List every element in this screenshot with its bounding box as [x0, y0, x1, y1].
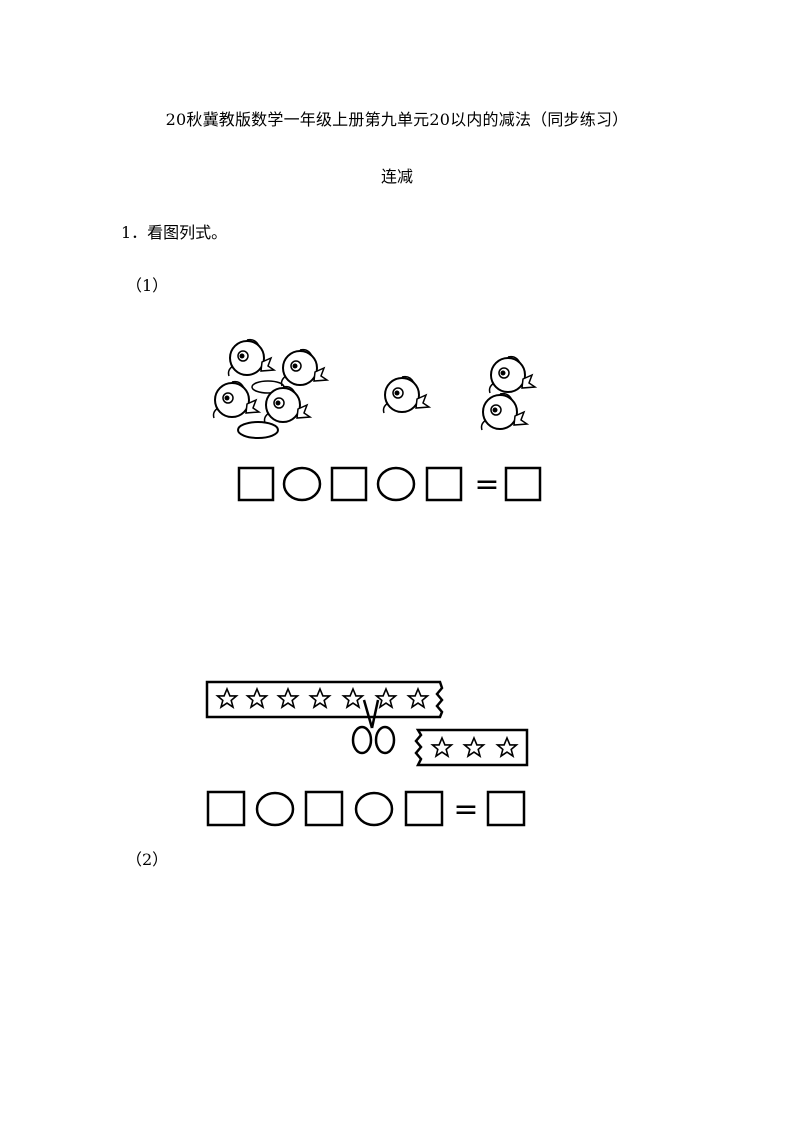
- answer-box[interactable]: [404, 790, 444, 827]
- star-icon: [375, 688, 397, 708]
- page-title: 20秋冀教版数学一年级上册第九单元20以内的减法（同步练习）: [165, 110, 629, 129]
- cut-star-strip: [414, 728, 529, 767]
- answer-box[interactable]: [504, 466, 542, 502]
- operator-circle[interactable]: [376, 466, 416, 502]
- star-icon: [246, 688, 268, 708]
- part-1-label: （1）: [126, 276, 169, 295]
- star-icon: [216, 688, 238, 708]
- answer-box[interactable]: [237, 466, 275, 502]
- duck-icon: [382, 375, 430, 414]
- answer-row-1: =: [237, 466, 542, 502]
- duck-icon: [212, 380, 260, 419]
- answer-box[interactable]: [206, 790, 246, 827]
- answer-box[interactable]: [330, 466, 368, 502]
- part-2-label: （2）: [126, 850, 169, 869]
- scissors-icon: [351, 699, 396, 755]
- operator-circle[interactable]: [282, 466, 322, 502]
- equals-sign: =: [474, 467, 499, 502]
- star-strip: [205, 680, 444, 719]
- star-icon: [342, 688, 364, 708]
- answer-box[interactable]: [486, 790, 526, 827]
- operator-circle[interactable]: [354, 791, 394, 827]
- answer-row-2: =: [206, 790, 526, 827]
- plate: [251, 380, 285, 394]
- star-icon: [463, 737, 485, 757]
- star-icon: [431, 737, 453, 757]
- duck-icon: [488, 355, 536, 394]
- duck-icon: [480, 392, 528, 431]
- star-icon: [407, 688, 429, 708]
- star-icon: [496, 737, 518, 757]
- star-icon: [277, 688, 299, 708]
- plate: [237, 421, 279, 439]
- star-icon: [309, 688, 331, 708]
- duck-icon: [280, 348, 328, 387]
- answer-box[interactable]: [304, 790, 344, 827]
- answer-box[interactable]: [425, 466, 463, 502]
- question-1: 1．看图列式。: [121, 223, 228, 242]
- lesson-subtitle: 连减: [380, 167, 413, 186]
- duck-icon: [263, 385, 311, 424]
- operator-circle[interactable]: [255, 791, 295, 827]
- equals-sign: =: [453, 792, 478, 827]
- duck-icon: [227, 338, 275, 377]
